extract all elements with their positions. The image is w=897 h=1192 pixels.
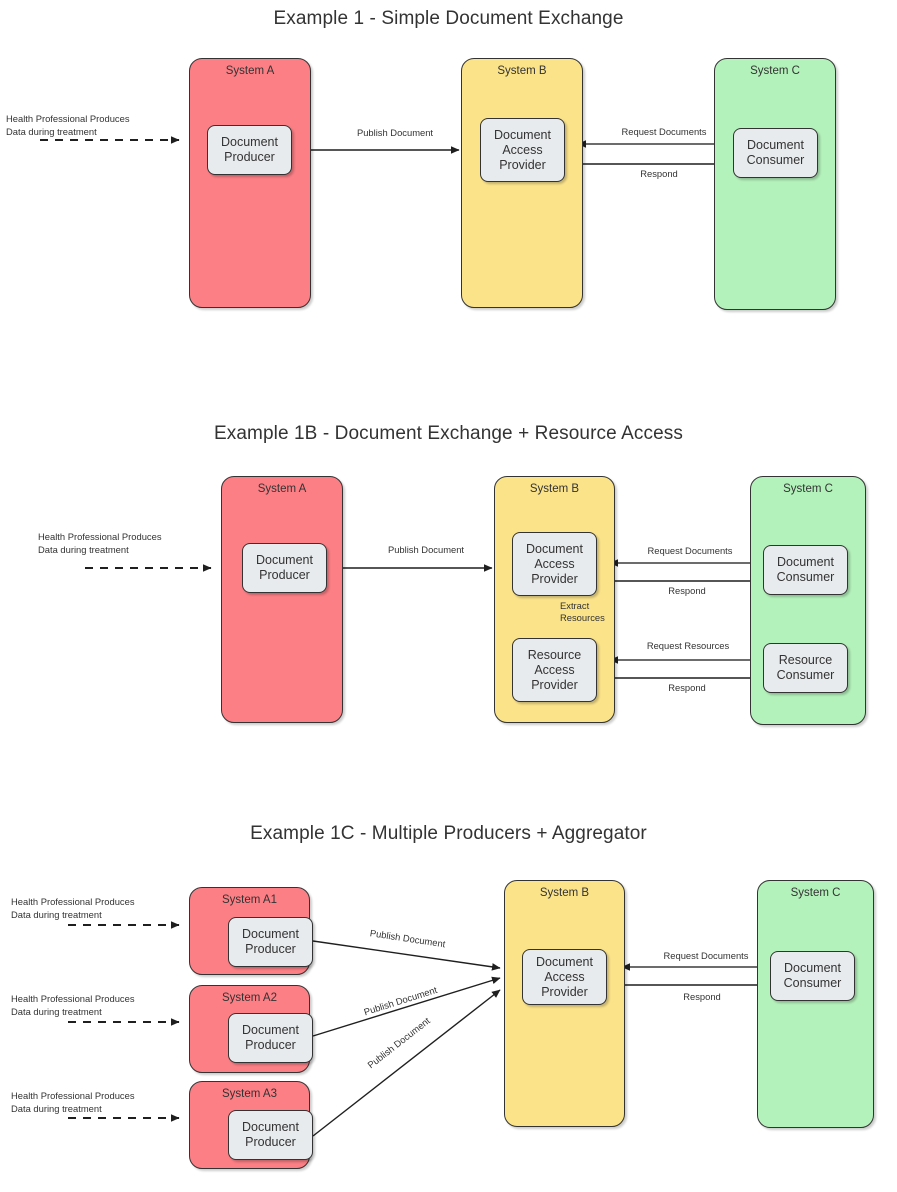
node-line-3: Provider (531, 571, 578, 586)
node-line-2: Producer (245, 942, 296, 956)
edge-label-request-documents-example-1c: Request Documents (663, 950, 749, 961)
node-line-2: Access (544, 969, 585, 984)
node-document-producer-example-1b[interactable]: Document Producer (242, 543, 327, 593)
system-label: System A2 (222, 992, 277, 1004)
edge-label-respond-documents-example-1b: Respond (668, 585, 706, 596)
edge-publish-document-a3-1c (312, 989, 501, 1137)
system-label: System A3 (222, 1088, 277, 1100)
external-note-line1: Health Professional Produces (11, 1090, 135, 1101)
node-document-producer-a3-example-1c[interactable]: Document Producer (228, 1110, 313, 1160)
edge-publish-document-a2-1c (312, 976, 501, 1037)
node-line-2: Access (502, 142, 543, 157)
node-line-2: Producer (245, 1135, 296, 1149)
edge-label-publish-document-example-1b: Publish Document (387, 544, 465, 555)
edge-label-respond-example-1: Respond (640, 168, 678, 179)
node-document-access-provider-example-1b[interactable]: Document Access Provider (512, 532, 597, 596)
system-container-c-example-1[interactable]: System C (714, 58, 836, 310)
node-line-1: Document (242, 1023, 299, 1037)
node-line-2: Access (534, 556, 575, 571)
node-line-1: Document (747, 138, 804, 152)
edge-label-publish-document-a2-example-1c: Publish Document (362, 983, 439, 1018)
edge-label-publish-document-example-1: Publish Document (356, 127, 434, 138)
node-line-1: Document (242, 1120, 299, 1134)
edge-label-publish-document-a1-example-1c: Publish Document (369, 927, 447, 950)
edge-label-line2: Resources (560, 612, 605, 623)
external-note-line1: Health Professional Produces (11, 993, 135, 1004)
node-line-2: Producer (224, 150, 275, 164)
node-document-producer-a1-example-1c[interactable]: Document Producer (228, 917, 313, 967)
node-line-2: Consumer (776, 570, 835, 584)
edge-label-request-documents-example-1b: Request Documents (647, 545, 733, 556)
node-line-2: Consumer (776, 668, 835, 682)
system-container-c-example-1c[interactable]: System C (757, 880, 874, 1128)
node-document-producer-a2-example-1c[interactable]: Document Producer (228, 1013, 313, 1063)
diagram-title-example-1b: Example 1B - Document Exchange + Resourc… (214, 423, 683, 444)
external-note-line1: Health Professional Produces (6, 113, 130, 124)
external-note-line2: Data during treatment (11, 1005, 102, 1017)
node-document-consumer-example-1[interactable]: Document Consumer (733, 128, 818, 178)
external-note-line2: Data during treatment (6, 125, 97, 137)
node-document-access-provider-example-1[interactable]: Document Access Provider (480, 118, 565, 182)
node-line-2: Consumer (783, 976, 842, 990)
diagram-title-example-1: Example 1 - Simple Document Exchange (273, 8, 624, 29)
node-document-consumer-example-1b[interactable]: Document Consumer (763, 545, 848, 595)
edge-label-request-resources-example-1b: Request Resources (646, 640, 730, 651)
external-note-a3-example-1c: Health Professional Produces Data during… (11, 1090, 135, 1115)
system-label: System C (783, 483, 833, 495)
node-line-2: Producer (259, 568, 310, 582)
edge-label-request-documents-example-1: Request Documents (621, 126, 707, 137)
edge-publish-document-a1-1c (312, 940, 501, 971)
external-note-line2: Data during treatment (11, 1102, 102, 1114)
node-line-3: Provider (531, 677, 578, 692)
external-note-line2: Data during treatment (38, 543, 129, 555)
external-note-example-1: Health Professional Produces Data during… (6, 113, 130, 138)
node-resource-consumer-example-1b[interactable]: Resource Consumer (763, 643, 848, 693)
system-container-a-example-1b[interactable]: System A (221, 476, 343, 723)
node-line-3: Provider (541, 984, 588, 999)
system-label: System A (225, 65, 275, 77)
node-line-1: Document (777, 555, 834, 569)
external-note-line1: Health Professional Produces (11, 896, 135, 907)
node-line-1: Resource (778, 653, 833, 667)
edge-label-publish-document-a3-example-1c: Publish Document (365, 1014, 432, 1071)
node-document-access-provider-example-1c[interactable]: Document Access Provider (522, 949, 607, 1005)
system-label: System C (750, 65, 800, 77)
node-line-1: Document (494, 127, 551, 142)
edge-label-respond-example-1c: Respond (683, 991, 721, 1002)
system-label: System B (529, 483, 580, 495)
system-label: System B (539, 887, 590, 899)
edge-label-line1: Extract (560, 600, 590, 611)
system-container-b-example-1[interactable]: System B (461, 58, 583, 308)
node-document-consumer-example-1c[interactable]: Document Consumer (770, 951, 855, 1001)
node-line-1: Document (221, 135, 278, 149)
system-container-a-example-1[interactable]: System A (189, 58, 311, 308)
node-line-1: Document (256, 553, 313, 567)
external-note-a1-example-1c: Health Professional Produces Data during… (11, 896, 135, 921)
node-resource-access-provider-example-1b[interactable]: Resource Access Provider (512, 638, 597, 702)
node-line-1: Document (784, 961, 841, 975)
external-note-example-1b: Health Professional Produces Data during… (38, 531, 162, 556)
system-label: System B (497, 65, 547, 77)
system-label: System A1 (222, 894, 277, 906)
node-line-2: Producer (245, 1038, 296, 1052)
node-document-producer-example-1[interactable]: Document Producer (207, 125, 292, 175)
external-note-a2-example-1c: Health Professional Produces Data during… (11, 993, 135, 1018)
node-line-3: Provider (499, 157, 546, 172)
edge-label-extract-resources-example-1b: Extract Resources (560, 600, 605, 624)
external-note-line2: Data during treatment (11, 908, 102, 920)
diagram-title-example-1c: Example 1C - Multiple Producers + Aggreg… (250, 823, 647, 844)
system-label: System A (257, 483, 307, 495)
external-note-line1: Health Professional Produces (38, 531, 162, 542)
system-label: System C (790, 887, 841, 899)
node-line-1: Resource (527, 647, 582, 662)
node-line-1: Document (536, 954, 593, 969)
node-line-1: Document (526, 541, 583, 556)
node-line-2: Access (534, 662, 575, 677)
node-line-2: Consumer (746, 153, 805, 167)
edge-label-respond-resources-example-1b: Respond (668, 682, 706, 693)
node-line-1: Document (242, 927, 299, 941)
